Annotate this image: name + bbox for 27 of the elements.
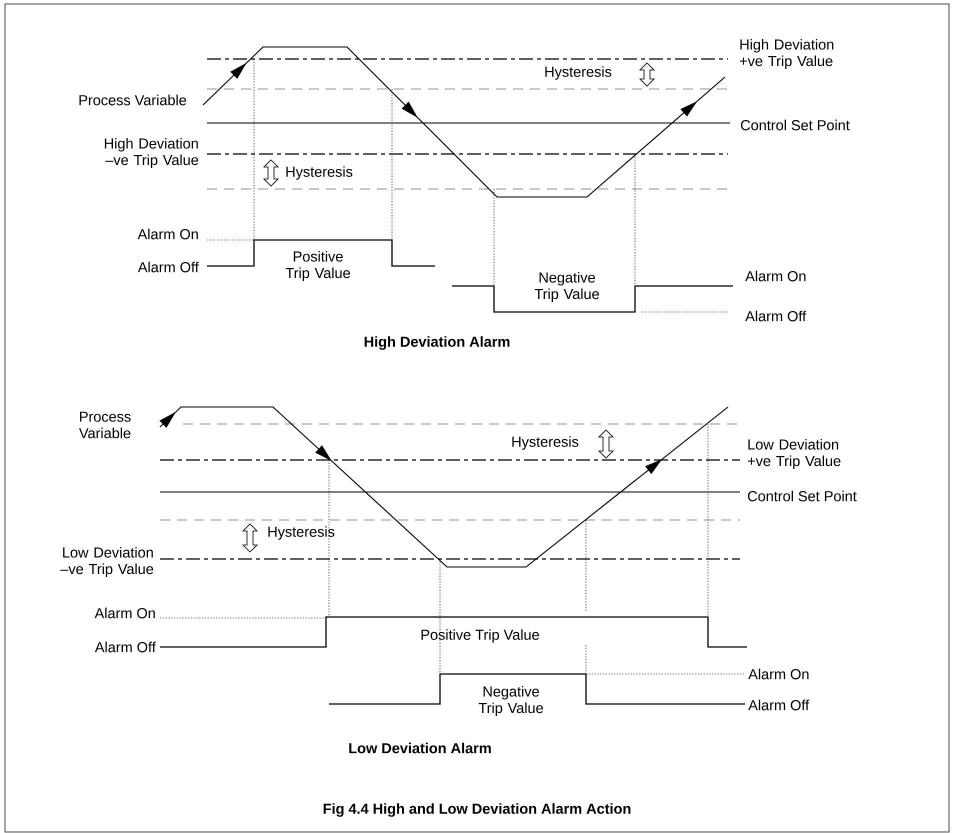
level-label: High Deviation –ve Trip Value [104,138,198,168]
signal-label: Process Variable [79,412,131,438]
level-label: Low Deviation –ve Trip Value [60,547,154,577]
hysteresis-label: Hysteresis [545,66,612,80]
trace-label: Positive Trip Value [286,251,350,281]
section-title: High Deviation Alarm [364,336,510,350]
hysteresis-label: Hysteresis [286,166,352,180]
state-label: Alarm Off [138,262,199,272]
level-label: High Deviation +ve Trip Value [740,39,834,69]
trace-label: Negative Trip Value [534,272,599,302]
state-label: Alarm On [138,228,198,240]
state-label: Alarm On [94,608,155,618]
level-label: Low Deviation +ve Trip Value [748,439,840,469]
level-label: Control Set Point [740,120,850,130]
hysteresis-label: Hysteresis [268,526,334,540]
state-label: Alarm On [748,668,808,680]
state-label: Alarm Off [748,700,810,710]
state-label: Alarm On [745,270,806,282]
hysteresis-label: Hysteresis [512,436,578,450]
state-label: Alarm Off [94,642,156,652]
level-label: Control Set Point [748,490,857,502]
signal-label: Process Variable [79,94,186,106]
section-title: Low Deviation Alarm [349,742,491,754]
trace-label: Negative Trip Value [478,686,543,716]
caption: Fig 4.4 High and Low Deviation Alarm Action [324,803,630,817]
trace-label: Positive Trip Value [422,629,539,643]
state-label: Alarm Off [745,310,806,322]
